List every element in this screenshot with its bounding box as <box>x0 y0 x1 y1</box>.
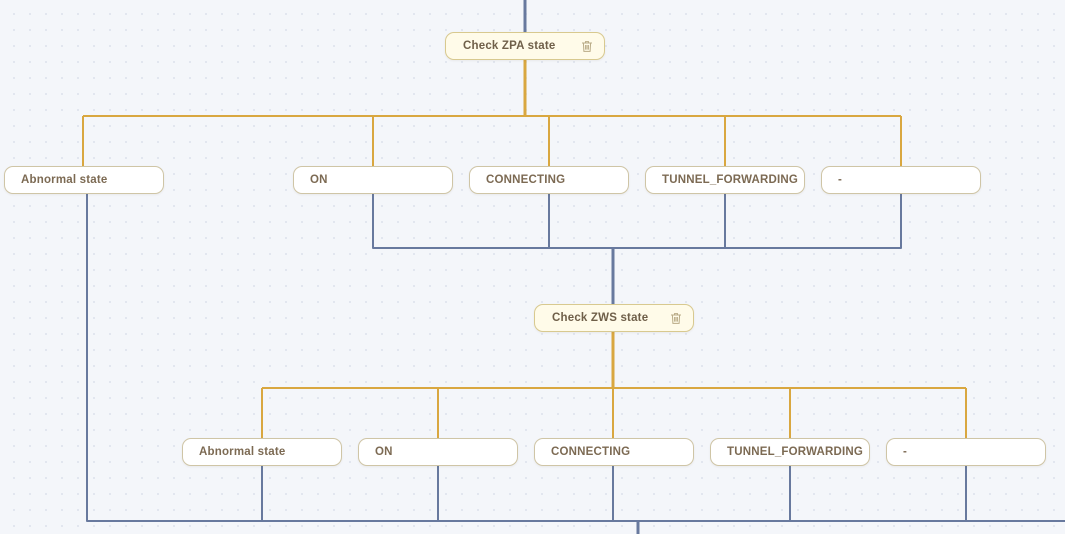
node-label: CONNECTING <box>551 446 631 458</box>
node-label: TUNNEL_FORWARDING <box>727 446 864 458</box>
node-label: Check ZPA state <box>463 40 556 52</box>
node-zpa-tunnel-forwarding[interactable]: TUNNEL_FORWARDING <box>645 166 805 194</box>
node-zws-dash[interactable]: - <box>886 438 1046 466</box>
node-label: ON <box>375 446 393 458</box>
node-zws-connecting[interactable]: CONNECTING <box>534 438 694 466</box>
trash-icon[interactable] <box>663 312 689 325</box>
edge-zpa-tunnel-merge <box>613 194 726 249</box>
node-label: ON <box>310 174 328 186</box>
edge-zws-tunnel-down <box>638 466 791 522</box>
edge-zpa-dash-merge <box>613 194 902 249</box>
edge-zpa-abnormal-down <box>86 194 1065 522</box>
edge-zpa-connecting-merge <box>548 194 613 249</box>
node-zpa-connecting[interactable]: CONNECTING <box>469 166 629 194</box>
node-label: TUNNEL_FORWARDING <box>662 174 799 186</box>
node-label: CONNECTING <box>486 174 566 186</box>
node-label: Abnormal state <box>21 174 108 186</box>
node-check-zpa-state[interactable]: Check ZPA state <box>445 32 605 60</box>
edge-zws-on-down <box>437 466 638 522</box>
node-label: - <box>903 446 908 458</box>
node-zpa-on[interactable]: ON <box>293 166 453 194</box>
node-check-zws-state[interactable]: Check ZWS state <box>534 304 694 332</box>
edge-zws-dash-down <box>965 466 1065 522</box>
node-zws-on[interactable]: ON <box>358 438 518 466</box>
node-zpa-dash[interactable]: - <box>821 166 981 194</box>
edge-zws-connecting-down <box>612 466 638 522</box>
node-zpa-abnormal-state[interactable]: Abnormal state <box>4 166 164 194</box>
edge-zws-abnormal-down <box>87 466 263 522</box>
node-zws-tunnel-forwarding[interactable]: TUNNEL_FORWARDING <box>710 438 870 466</box>
node-label: Check ZWS state <box>552 312 649 324</box>
node-label: - <box>838 174 843 186</box>
trash-icon[interactable] <box>574 40 600 53</box>
edge-zpa-on-merge <box>372 194 613 249</box>
node-zws-abnormal-state[interactable]: Abnormal state <box>182 438 342 466</box>
node-label: Abnormal state <box>199 446 286 458</box>
